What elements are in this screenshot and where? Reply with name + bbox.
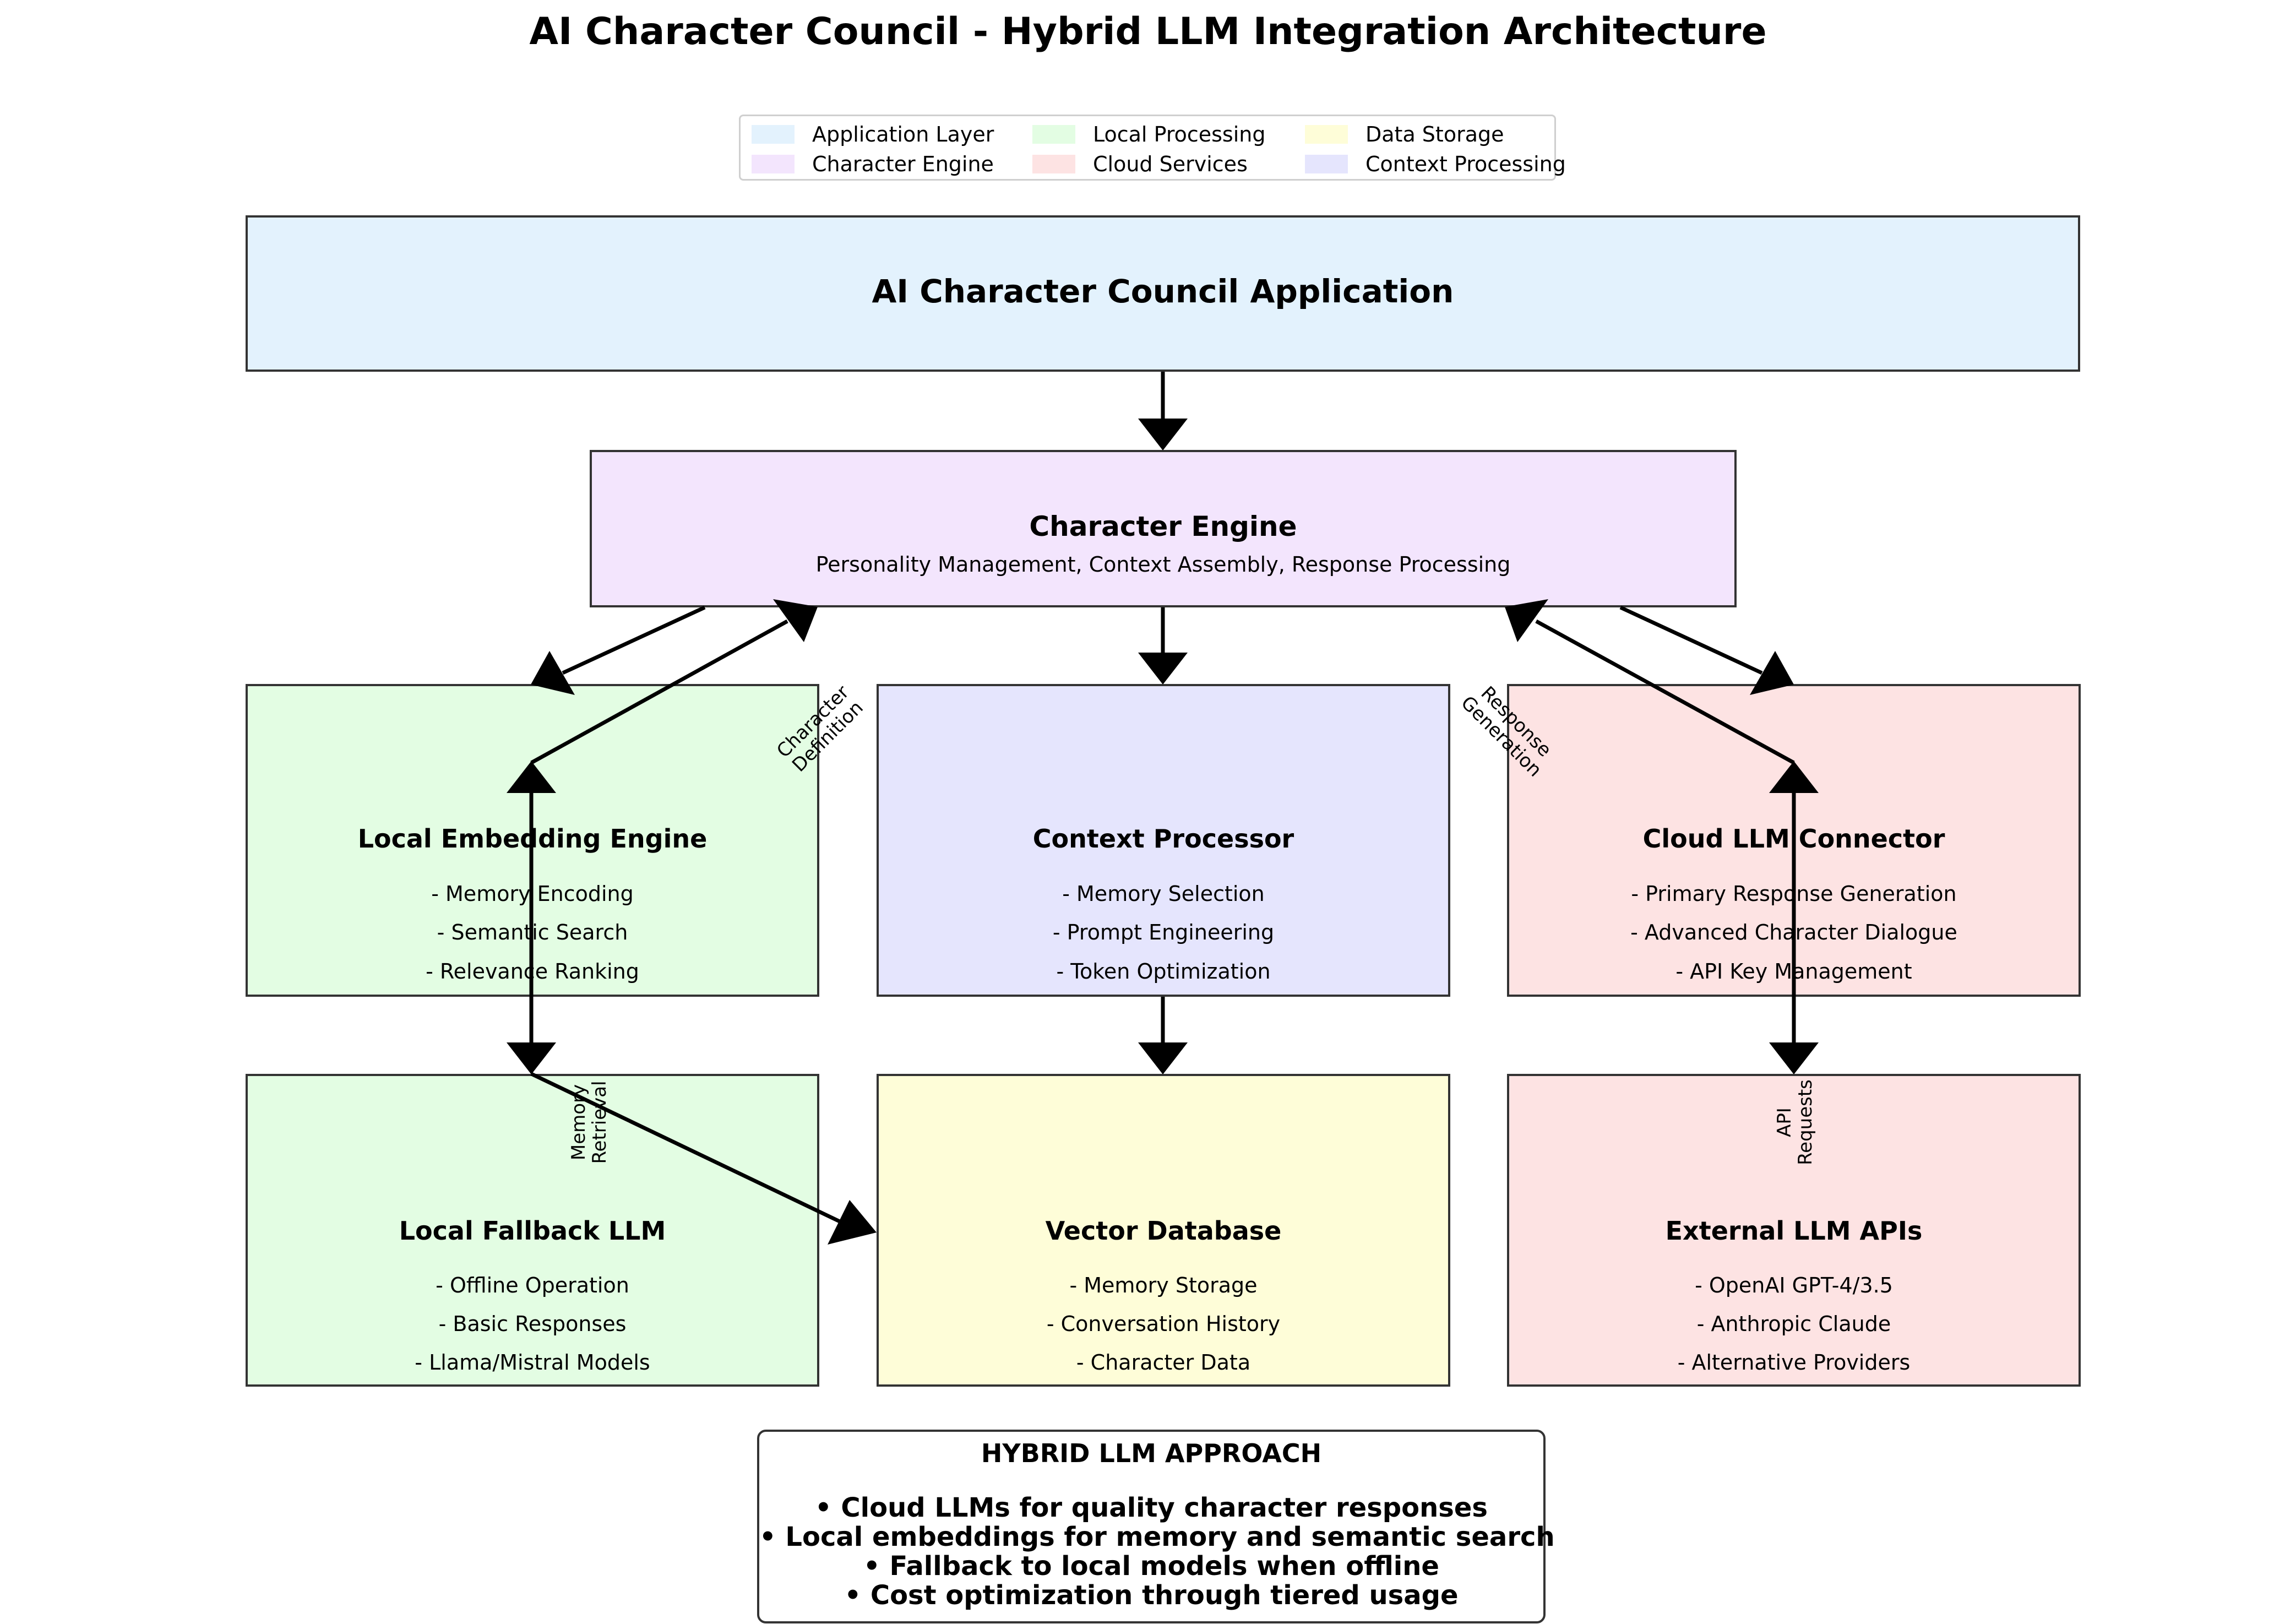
arrowhead: [1505, 599, 1548, 642]
arrowhead: [773, 599, 818, 642]
box-bullet: - Memory Storage: [1069, 1273, 1258, 1297]
arrowhead: [1138, 1042, 1188, 1074]
edge-label-line: API: [1773, 1107, 1796, 1137]
legend-label: Cloud Services: [1093, 152, 1248, 176]
legend-item-local: Local Processing: [1032, 121, 1265, 148]
vector-database-box: Vector Database - Memory Storage - Conve…: [877, 1074, 1450, 1387]
legend-label: Application Layer: [812, 122, 994, 146]
legend-item-character: Character Engine: [752, 150, 994, 178]
external-llm-apis-title: External LLM APIs: [1665, 1216, 1923, 1246]
local-fallback-llm-title: Local Fallback LLM: [399, 1216, 666, 1246]
legend-item-cloud: Cloud Services: [1032, 150, 1248, 178]
arrow-engine-to-cloud: [1619, 605, 1763, 675]
box-bullet: - Offline Operation: [436, 1273, 629, 1297]
legend-swatch: [1305, 125, 1348, 144]
edge-label-memory-retrieval: Memory Retrieval: [568, 1056, 611, 1188]
legend-swatch: [752, 125, 795, 144]
edge-label-line: Requests: [1794, 1079, 1816, 1165]
box-bullet: - Token Optimization: [1056, 959, 1271, 984]
box-bullet: - Character Data: [1076, 1350, 1251, 1375]
legend-swatch: [1305, 155, 1348, 173]
page-title: AI Character Council - Hybrid LLM Integr…: [529, 10, 1767, 53]
arrowhead: [1769, 1042, 1819, 1074]
arrowhead: [828, 1200, 877, 1245]
legend-item-application: Application Layer: [752, 121, 994, 148]
box-bullet: - Anthropic Claude: [1696, 1312, 1891, 1336]
summary-point: • Local embeddings for memory and semant…: [759, 1522, 1555, 1552]
arrowhead: [1769, 761, 1819, 793]
legend-swatch: [1032, 155, 1075, 173]
legend-label: Character Engine: [812, 152, 994, 176]
box-bullet: - OpenAI GPT-4/3.5: [1695, 1273, 1893, 1297]
context-processor-title: Context Processor: [1032, 824, 1294, 854]
legend: Application Layer Local Processing Data …: [739, 115, 1566, 181]
arrow-engine-to-embedding: [562, 605, 706, 675]
arrow-cloud-to-engine: [1535, 619, 1795, 765]
vector-database-title: Vector Database: [1045, 1216, 1282, 1246]
box-bullet: - Llama/Mistral Models: [415, 1350, 650, 1375]
character-engine-subtitle: Personality Management, Context Assembly…: [815, 552, 1511, 577]
application-box: AI Character Council Application: [246, 215, 2080, 372]
hybrid-approach-summary: HYBRID LLM APPROACH • Cloud LLMs for qua…: [757, 1430, 1555, 1623]
summary-title: HYBRID LLM APPROACH: [981, 1438, 1322, 1468]
box-bullet: - Basic Responses: [438, 1312, 627, 1336]
character-engine-title: Character Engine: [1029, 510, 1297, 542]
summary-point: • Cloud LLMs for quality character respo…: [815, 1492, 1488, 1523]
legend-label: Local Processing: [1093, 122, 1266, 146]
arrow-embedding-to-engine: [530, 619, 788, 765]
summary-point: • Fallback to local models when offline: [863, 1551, 1439, 1582]
box-bullet: - Memory Selection: [1062, 882, 1265, 906]
legend-label: Context Processing: [1365, 152, 1566, 176]
arrow-memory-retrieval: [530, 1072, 841, 1224]
legend-swatch: [752, 155, 795, 173]
external-llm-apis-box: External LLM APIs - OpenAI GPT-4/3.5 - A…: [1507, 1074, 2081, 1387]
edge-label-api-requests: API Requests: [1773, 1056, 1816, 1188]
arrowhead: [1138, 653, 1188, 685]
arrowhead: [507, 761, 556, 793]
summary-point: • Cost optimization through tiered usage: [844, 1580, 1459, 1611]
arrowhead: [507, 1042, 556, 1074]
local-fallback-llm-box: Local Fallback LLM - Offline Operation -…: [246, 1074, 819, 1387]
box-bullet: - Alternative Providers: [1677, 1350, 1911, 1375]
legend-label: Data Storage: [1365, 122, 1504, 146]
arrowhead: [1750, 651, 1794, 695]
application-title: AI Character Council Application: [872, 273, 1454, 310]
legend-item-storage: Data Storage: [1305, 121, 1504, 148]
character-engine-box: Character Engine Personality Management,…: [590, 450, 1737, 607]
arrowhead: [531, 651, 575, 695]
arrowhead: [1138, 419, 1188, 450]
edge-label-line: Retrieval: [589, 1080, 611, 1164]
legend-swatch: [1032, 125, 1075, 144]
box-bullet: - Prompt Engineering: [1052, 920, 1275, 944]
box-bullet: - Conversation History: [1046, 1312, 1281, 1336]
edge-label-line: Memory: [568, 1084, 590, 1161]
context-processor-box: Context Processor - Memory Selection - P…: [877, 684, 1450, 997]
legend-item-context: Context Processing: [1305, 150, 1566, 178]
